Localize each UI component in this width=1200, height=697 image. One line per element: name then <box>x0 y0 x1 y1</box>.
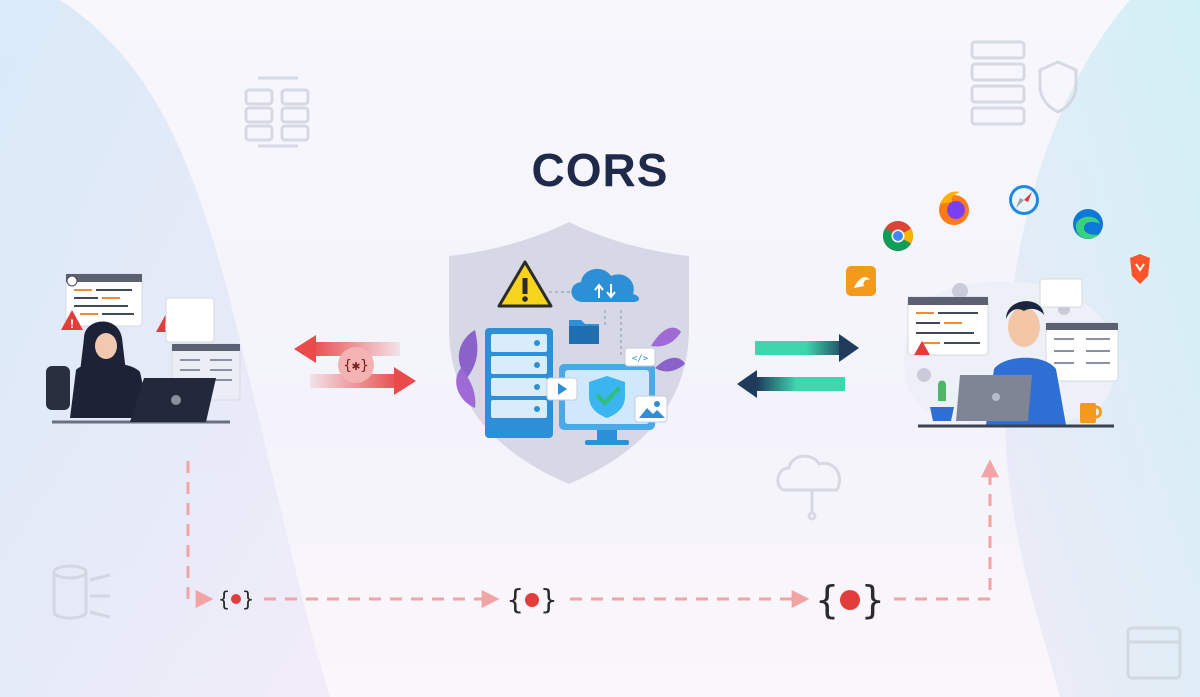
safari-icon <box>1009 185 1039 215</box>
server-user-arrows <box>737 334 859 398</box>
attacker-server-arrows: {✱} <box>294 335 416 395</box>
edge-icon <box>1073 209 1103 239</box>
brave-icon <box>1130 254 1150 284</box>
arrow-left-icon <box>737 370 845 398</box>
laptop-icon <box>130 378 216 422</box>
svg-text:!: ! <box>70 317 74 331</box>
user-node <box>903 278 1119 428</box>
leaf-decor-icon <box>456 327 685 408</box>
arrow-right-icon <box>755 334 859 362</box>
server-rack-icon <box>485 328 553 438</box>
attacker-node: ! ! <box>46 273 241 424</box>
bug-code-icon: { } <box>218 587 254 611</box>
folder-icon <box>569 320 599 344</box>
uc-browser-icon <box>846 266 876 296</box>
chrome-icon <box>882 221 914 252</box>
checkmark-shield-icon <box>589 376 625 418</box>
bug-code-icon: {✱} <box>338 347 374 383</box>
bug-code-icon: { } <box>507 583 558 616</box>
server-node: </> <box>449 222 689 484</box>
code-icon: </> <box>624 347 656 367</box>
image-icon <box>634 395 668 423</box>
laptop-icon <box>956 375 1032 421</box>
table-window-icon <box>1039 278 1119 382</box>
video-icon <box>546 377 578 401</box>
code-window-icon <box>65 273 143 327</box>
code-window-icon <box>907 296 989 356</box>
hooded-hacker-icon <box>46 321 230 424</box>
svg-text:</>: </> <box>632 354 649 364</box>
svg-text:{✱}: {✱} <box>343 358 368 374</box>
bug-code-icon: { } <box>816 578 885 622</box>
gear-icon <box>917 283 1070 382</box>
warning-icon <box>497 260 553 308</box>
browser-icons <box>846 185 1150 296</box>
warning-icon <box>914 341 930 355</box>
cactus-plant-icon <box>930 380 954 421</box>
cloud-sync-icon <box>571 268 639 302</box>
coffee-mug-icon <box>1080 403 1102 423</box>
firefox-icon <box>939 191 969 225</box>
attack-path: { } { } { } <box>186 459 999 622</box>
diagram-title: CORS <box>531 144 669 196</box>
